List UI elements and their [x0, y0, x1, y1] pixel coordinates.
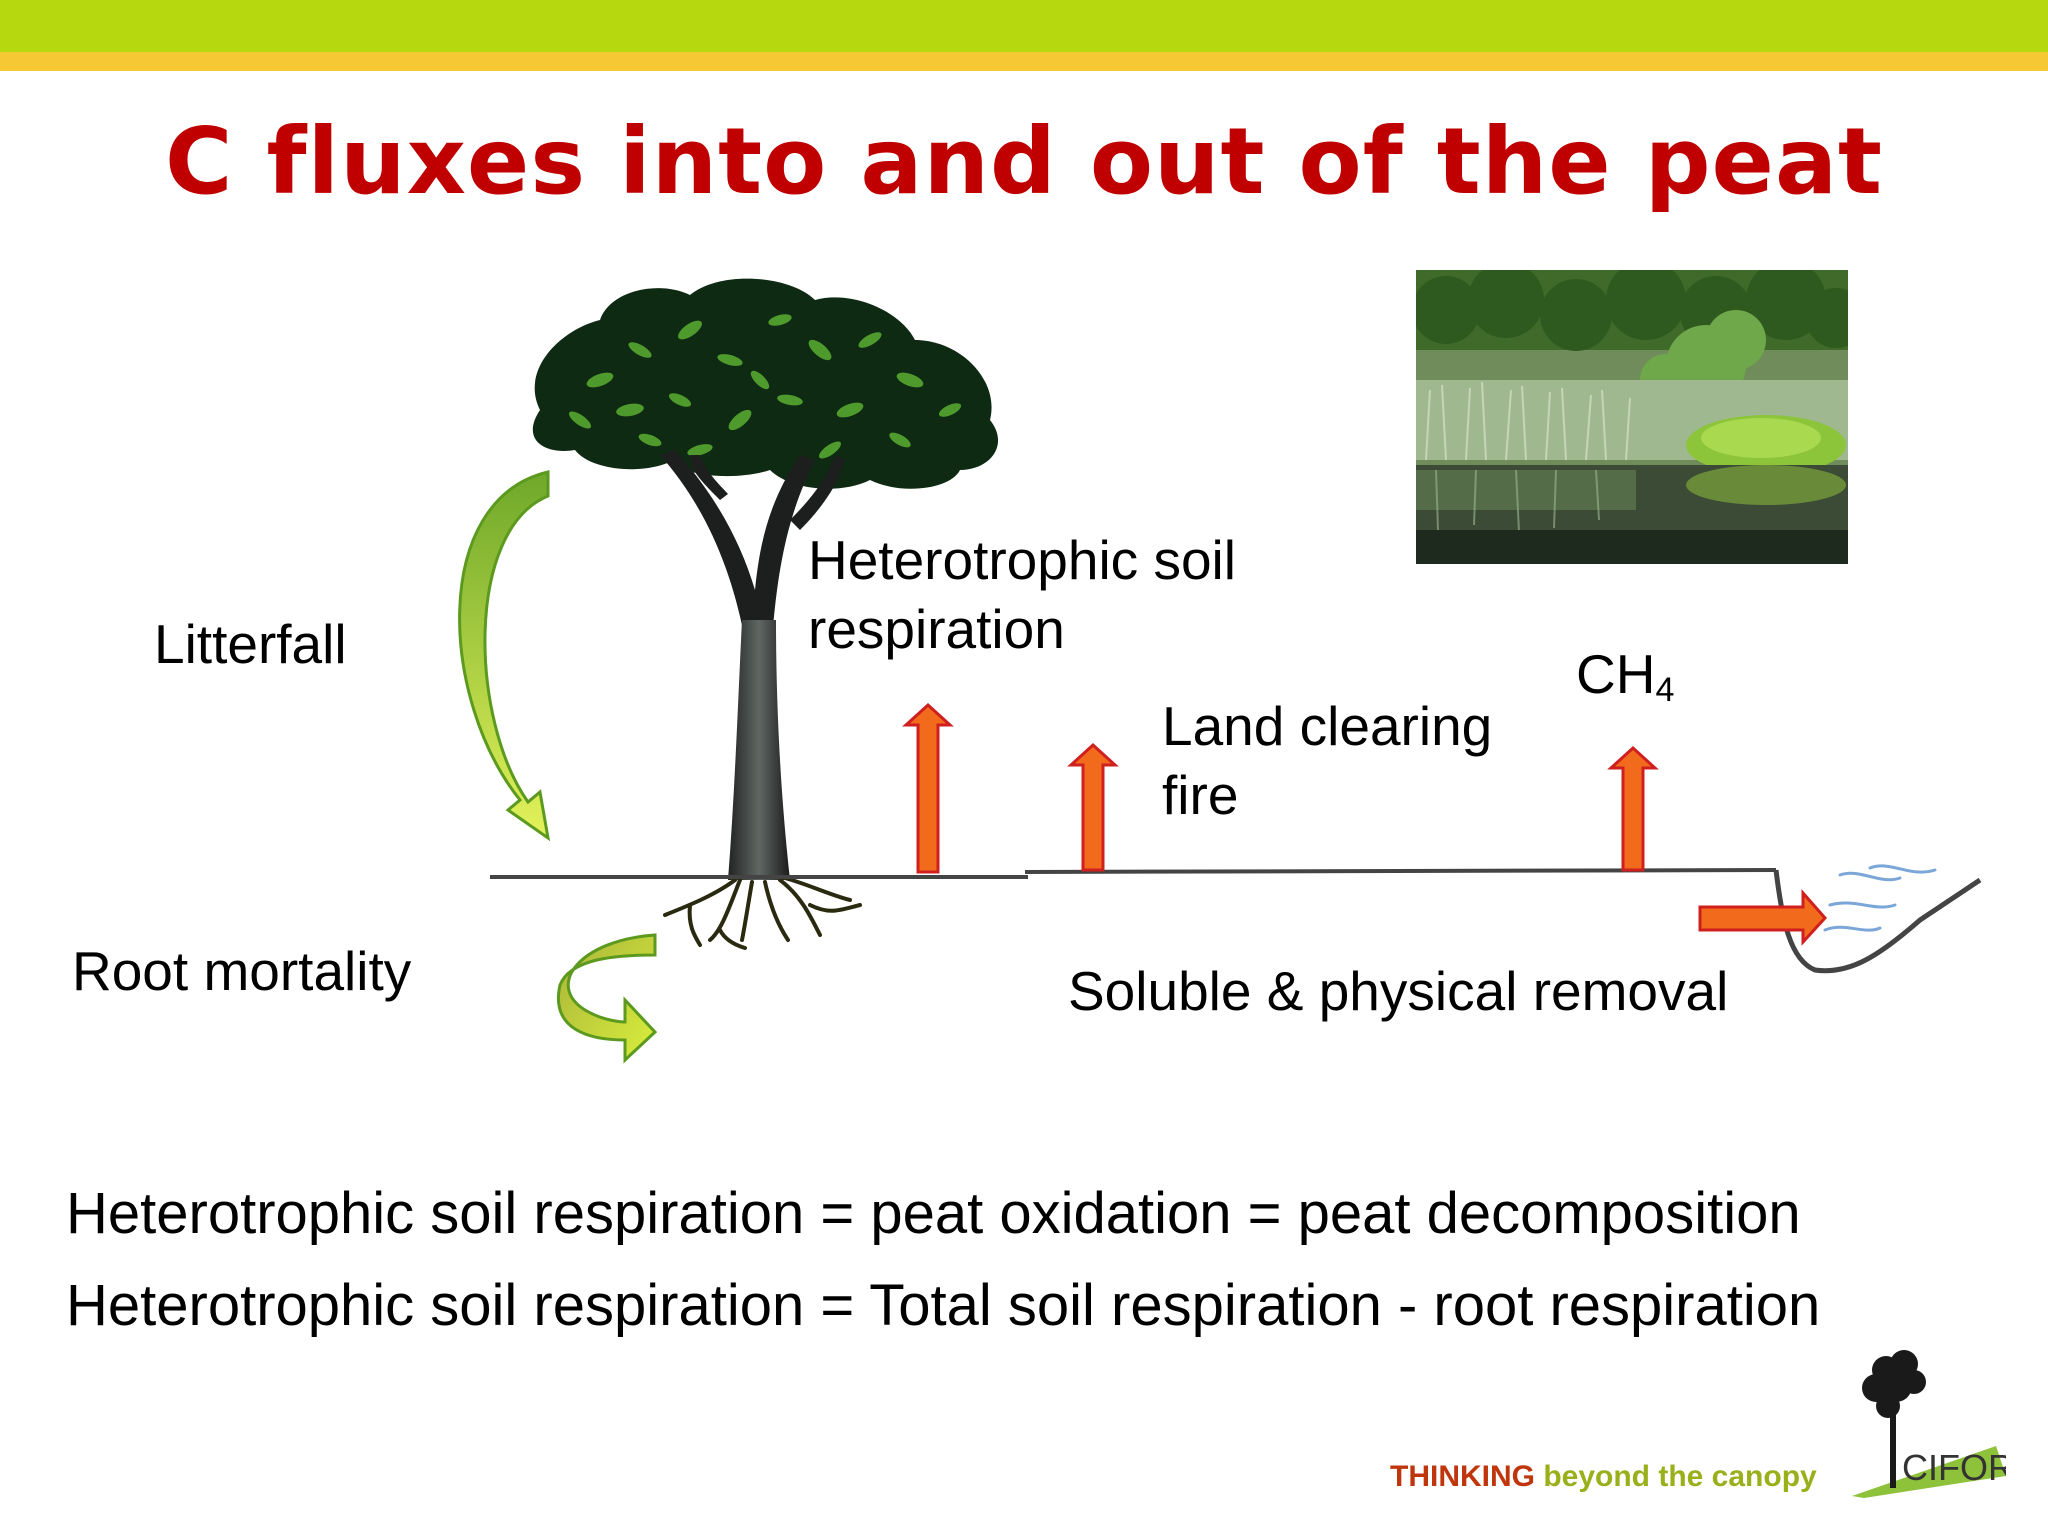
slide-title: C fluxes into and out of the peat	[164, 108, 1884, 215]
cifor-logo: CIFOR	[1852, 1350, 2006, 1498]
land-clearing-arrow	[1067, 742, 1119, 872]
ch4-arrow	[1607, 745, 1659, 872]
header-bar-yellow	[0, 52, 2048, 71]
label-removal: Soluble & physical removal	[1068, 960, 1729, 1022]
water-waves	[1823, 864, 1937, 932]
label-ch4-subscript: 4	[1655, 671, 1675, 709]
equation-2: Heterotrophic soil respiration = Total s…	[66, 1273, 1821, 1338]
tree-branches	[660, 450, 815, 640]
header-bar-green	[0, 0, 2048, 52]
equation-1: Heterotrophic soil respiration = peat ox…	[66, 1181, 1801, 1246]
tree-roots	[663, 876, 862, 950]
tagline-bold: THINKING	[1390, 1460, 1535, 1493]
label-ch4: CH4	[1576, 640, 1674, 712]
label-land-clearing-line2: fire	[1162, 763, 1239, 826]
label-heterotrophic-line1: Heterotrophic soil	[808, 529, 1236, 591]
label-root-mortality: Root mortality	[72, 940, 412, 1002]
hetero-respiration-arrow	[902, 702, 954, 874]
label-ch4-main: CH	[1576, 643, 1656, 705]
tree-illustration	[532, 278, 999, 950]
cifor-logo-text: CIFOR	[1902, 1447, 2006, 1488]
removal-arrow	[1698, 889, 1828, 946]
litterfall-arrow	[458, 470, 551, 842]
tagline-rest: beyond the canopy	[1535, 1460, 1817, 1493]
footer-tagline: THINKING beyond the canopy	[1390, 1460, 1817, 1494]
label-heterotrophic-line2: respiration	[808, 597, 1065, 660]
label-land-clearing-line1: Land clearing	[1162, 695, 1493, 757]
root-mortality-arrow	[557, 933, 658, 1064]
label-heterotrophic: Heterotrophic soil respiration	[808, 526, 1236, 664]
tree-trunk	[728, 620, 790, 880]
label-litterfall: Litterfall	[154, 613, 347, 675]
ground-line-right	[1024, 868, 1777, 874]
label-land-clearing: Land clearing fire	[1162, 692, 1492, 830]
peat-swamp-photo	[1416, 270, 1848, 564]
